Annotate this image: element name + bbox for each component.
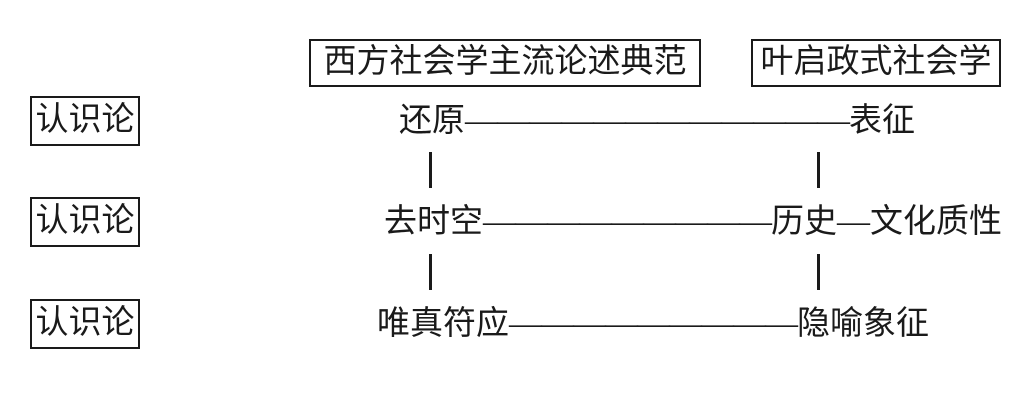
vertical-connector-right-row2-row3 <box>817 254 820 290</box>
row-1-horizontal-connector: ———————————— <box>465 103 850 139</box>
row-2-left-term: 去时空 <box>384 204 483 240</box>
epistemology-box-row-3: 认识论 <box>30 299 140 349</box>
comparison-row-2: 去时空—————————历史—文化质性 <box>0 197 1021 247</box>
epistemology-box-row-1: 认识论 <box>30 96 140 146</box>
row-3-left-term: 唯真符应 <box>377 306 509 342</box>
epistemology-box-label: 认识论 <box>35 304 135 341</box>
vertical-connector-left-row1-row2 <box>429 152 432 188</box>
comparison-row-3: 唯真符应—————————隐喻象征 <box>0 299 1021 349</box>
paradigm-box-label: 西方社会学主流论述典范 <box>323 43 687 80</box>
comparison-row-1: 还原————————————表征 <box>0 96 1021 146</box>
row-2-horizontal-connector: ————————— <box>483 204 772 240</box>
comparison-row-1-content: 还原————————————表征 <box>399 96 915 146</box>
row-2-right-term: 历史—文化质性 <box>771 204 1002 240</box>
row-1-right-term: 表征 <box>849 103 915 139</box>
row-3-right-term: 隐喻象征 <box>797 306 929 342</box>
vertical-connector-right-row1-row2 <box>817 152 820 188</box>
row-1-left-term: 还原 <box>399 103 465 139</box>
epistemology-box-label: 认识论 <box>35 101 135 138</box>
paradigm-box-ye-qizheng-sociology: 叶启政式社会学 <box>751 39 1001 87</box>
comparison-row-3-content: 唯真符应—————————隐喻象征 <box>377 299 929 349</box>
paradigm-box-western-sociology: 西方社会学主流论述典范 <box>309 39 701 87</box>
comparison-row-2-content: 去时空—————————历史—文化质性 <box>384 197 1002 247</box>
row-3-horizontal-connector: ————————— <box>509 306 798 342</box>
epistemology-box-row-2: 认识论 <box>30 197 140 247</box>
vertical-connector-left-row2-row3 <box>429 254 432 290</box>
paradigm-box-label: 叶启政式社会学 <box>760 43 992 80</box>
epistemology-box-label: 认识论 <box>35 202 135 239</box>
